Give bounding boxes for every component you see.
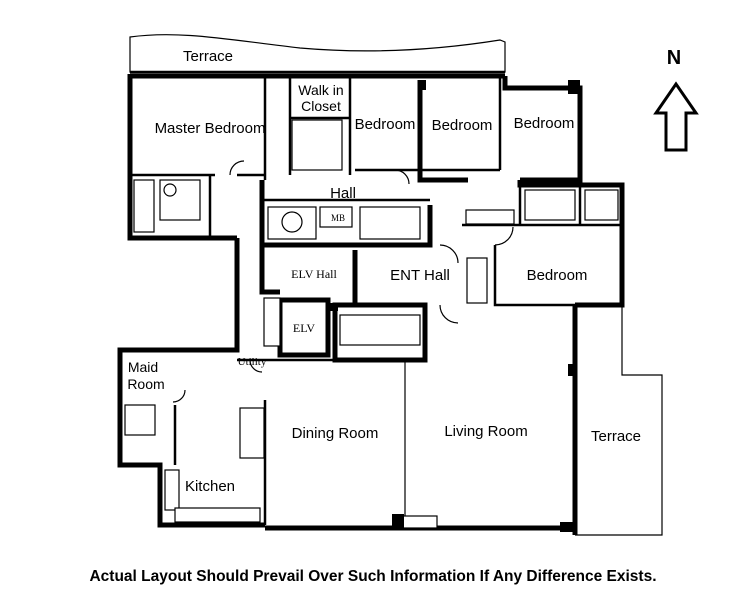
- label-mb: MB: [331, 213, 345, 223]
- compass: N: [653, 47, 699, 152]
- disclaimer: Actual Layout Should Prevail Over Such I…: [89, 568, 656, 585]
- label-walk-in-closet-1: Walk in: [298, 82, 343, 98]
- label-maid-room-1: Maid: [128, 359, 158, 375]
- label-walk-in-closet-2: Closet: [301, 98, 341, 114]
- label-bedroom-4: Bedroom: [527, 267, 588, 284]
- label-hall: Hall: [330, 185, 356, 202]
- label-bedroom-3: Bedroom: [514, 115, 575, 132]
- interior-walls: [130, 78, 622, 525]
- label-maid-room-2: Room: [127, 376, 164, 392]
- label-terrace-right: Terrace: [591, 428, 641, 445]
- terrace-top-area: [129, 34, 506, 74]
- north-arrow-icon: [653, 81, 699, 152]
- door-swings: [172, 160, 514, 403]
- room-labels: Terrace Walk in Closet Master Bedroom Be…: [127, 48, 641, 495]
- label-utility: Utility: [238, 356, 267, 368]
- label-elv: ELV: [293, 321, 316, 335]
- label-ent-hall: ENT Hall: [390, 267, 450, 284]
- label-terrace-top: Terrace: [183, 48, 233, 65]
- label-master-bedroom: Master Bedroom: [155, 120, 266, 137]
- label-kitchen: Kitchen: [185, 478, 235, 495]
- label-dining-room: Dining Room: [292, 425, 379, 442]
- label-bedroom-2: Bedroom: [432, 117, 493, 134]
- label-living-room: Living Room: [444, 423, 527, 440]
- columns: [330, 80, 580, 532]
- fixtures: [124, 119, 619, 529]
- compass-label: N: [667, 47, 681, 69]
- label-elv-hall: ELV Hall: [291, 267, 337, 281]
- label-bedroom-1: Bedroom: [355, 116, 416, 133]
